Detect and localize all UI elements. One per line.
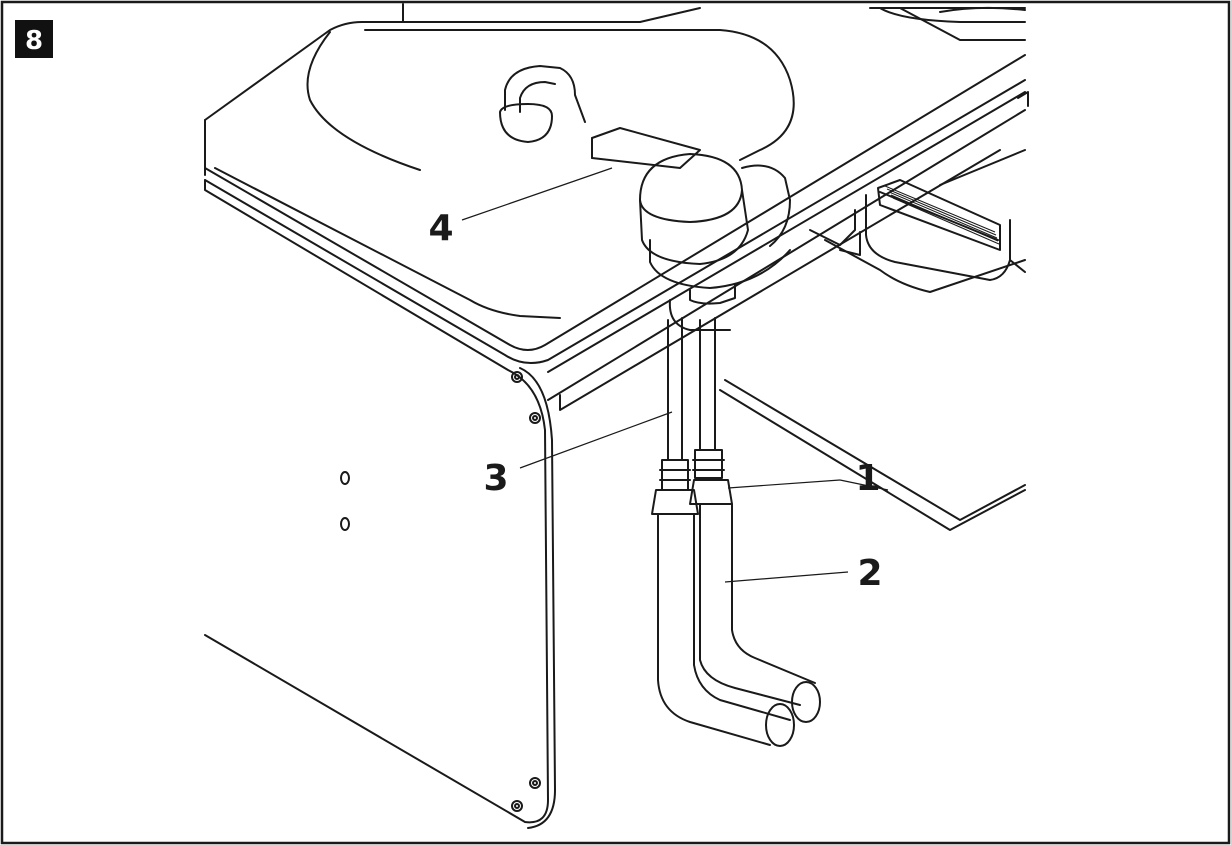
machine-line-art — [204, 3, 1029, 829]
supply-hose-left — [667, 317, 683, 461]
callout-4: 4 — [428, 208, 453, 249]
leader-line-1a — [727, 479, 841, 489]
figure-number: 8 — [25, 26, 43, 56]
drip-tray — [877, 179, 1001, 251]
pipe-right — [699, 503, 801, 706]
counter-top — [204, 21, 641, 121]
leader-line-1b — [839, 479, 889, 491]
front-beam-mid — [204, 79, 1026, 365]
leader-lines — [461, 167, 889, 583]
leader-line-4 — [461, 167, 613, 221]
callout-2: 2 — [857, 553, 882, 594]
figure-number-badge: 8 — [15, 20, 53, 58]
sink-basin — [204, 119, 561, 319]
front-beam-top — [204, 54, 1026, 351]
supply-hose-right — [699, 317, 716, 451]
faucet-spout — [504, 65, 586, 123]
pipe-left — [657, 513, 771, 746]
callout-1: 1 — [855, 458, 880, 499]
leader-line-2 — [724, 571, 849, 583]
fitting-nut-left — [651, 489, 699, 515]
callout-3: 3 — [483, 458, 508, 499]
front-beam-low — [547, 91, 1026, 373]
leader-line-3 — [519, 411, 673, 469]
drip-tray-grille — [884, 185, 1000, 245]
